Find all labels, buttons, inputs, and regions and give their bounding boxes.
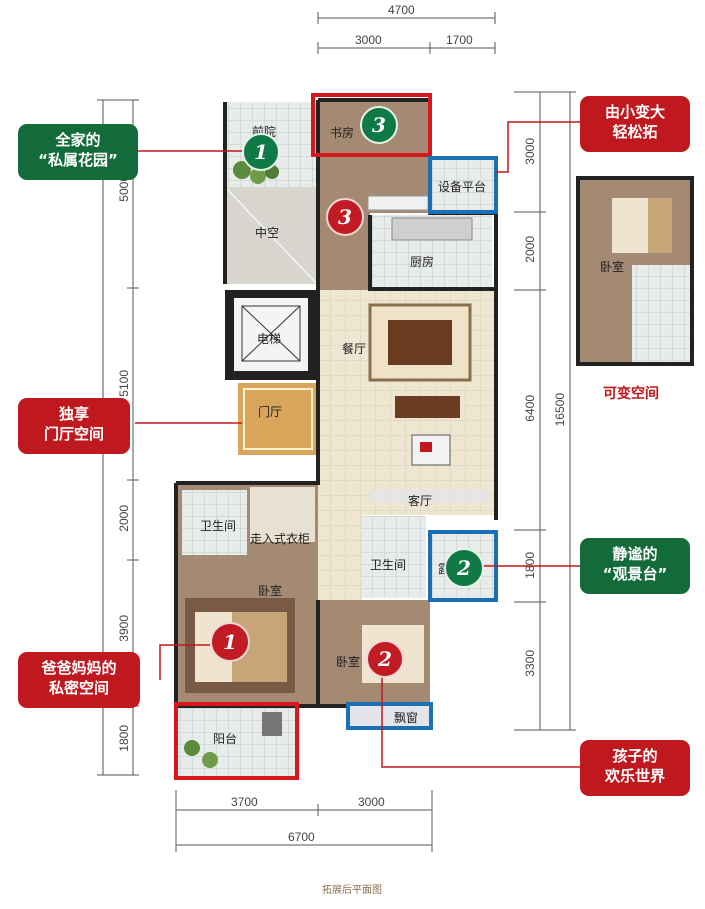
room-study-label: 书房 bbox=[330, 126, 355, 140]
callout-view: 静谧的 “观景台” bbox=[580, 538, 690, 594]
badge-master: 1 bbox=[210, 622, 250, 662]
dim-top-left: 3000 bbox=[355, 33, 382, 47]
callout-flex-line2: 轻松拓 bbox=[612, 123, 658, 141]
room-balcony-label: 阳台 bbox=[213, 732, 238, 746]
room-master-label: 卧室 bbox=[258, 584, 283, 598]
callout-view-line1: 静谧的 bbox=[612, 545, 658, 563]
room-foyer-label: 门厅 bbox=[258, 405, 283, 419]
callout-foyer-line2: 门厅空间 bbox=[43, 425, 104, 443]
room-equipment-label: 设备平台 bbox=[438, 180, 487, 194]
callout-kids-line1: 孩子的 bbox=[612, 747, 658, 765]
plan-caption: 拓展后平面图 bbox=[322, 885, 382, 896]
room-living-label: 客厅 bbox=[408, 494, 433, 508]
dim-bottom-right: 3000 bbox=[358, 795, 385, 809]
dim-bottom-total: 6700 bbox=[288, 830, 315, 844]
callout-foyer-line1: 独享 bbox=[58, 405, 89, 423]
room-kitchen-label: 厨房 bbox=[410, 255, 435, 269]
callout-parents-line1: 爸爸妈妈的 bbox=[41, 659, 117, 677]
room-bath1-label: 卫生间 bbox=[200, 519, 237, 533]
room-elevator-label: 电梯 bbox=[257, 332, 282, 346]
badge-garden: 1 bbox=[242, 133, 280, 171]
room-bay-label: 飘窗 bbox=[394, 711, 419, 725]
room-child-label: 卧室 bbox=[336, 655, 361, 669]
dim-bottom-left: 3700 bbox=[231, 795, 258, 809]
dim-top-right: 1700 bbox=[446, 33, 473, 47]
callout-view-line2: “观景台” bbox=[602, 565, 668, 583]
callout-garden-line2: “私属花园” bbox=[38, 151, 118, 169]
callout-flex-line1: 由小变大 bbox=[604, 103, 665, 121]
callout-parents: 爸爸妈妈的 私密空间 bbox=[18, 652, 140, 708]
badge-study: 3 bbox=[360, 106, 398, 144]
badge-child: 2 bbox=[366, 640, 404, 678]
callout-kids: 孩子的 欢乐世界 bbox=[580, 740, 690, 796]
callout-garden: 全家的 “私属花园” bbox=[18, 124, 138, 180]
badge-corridor: 3 bbox=[326, 198, 364, 236]
room-void-label: 中空 bbox=[255, 226, 280, 240]
callout-garden-line1: 全家的 bbox=[55, 131, 101, 149]
callout-kids-line2: 欢乐世界 bbox=[604, 767, 665, 785]
callout-flex: 由小变大 轻松拓 bbox=[580, 96, 690, 152]
callout-parents-line2: 私密空间 bbox=[48, 679, 109, 697]
room-dining-label: 餐厅 bbox=[342, 342, 367, 356]
badge-view: 2 bbox=[444, 548, 484, 588]
room-walkin-label: 走入式衣柜 bbox=[250, 532, 311, 546]
room-alt-bedroom-label: 卧室 bbox=[600, 260, 625, 274]
callout-foyer: 独享 门厅空间 bbox=[18, 398, 130, 454]
variable-space-label: 可变空间 bbox=[603, 386, 659, 402]
room-bath2-label: 卫生间 bbox=[370, 558, 407, 572]
dim-top-total: 4700 bbox=[388, 3, 415, 17]
